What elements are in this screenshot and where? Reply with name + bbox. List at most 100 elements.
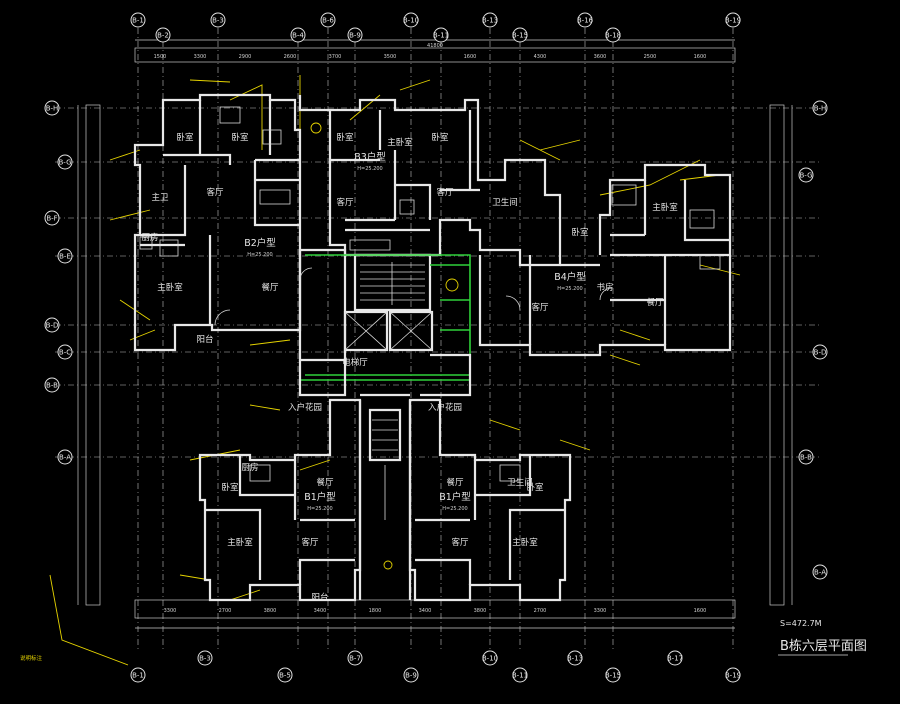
axis-top-B-15: B-15 [512,27,528,43]
svg-text:3800: 3800 [474,608,487,614]
axis-left-B-B: B-B [44,377,60,393]
svg-text:B-17: B-17 [667,655,683,663]
svg-text:3400: 3400 [419,608,432,614]
walls-upper [133,93,732,357]
svg-text:B-5: B-5 [279,672,291,680]
axis-right-B-H: B-H [812,100,828,116]
unit-label: B1户型 [439,491,471,503]
svg-text:B-H: B-H [46,105,59,113]
axis-bottom-B-15: B-15 [605,667,621,683]
room-label: 主卧室 [227,537,253,548]
axis-top-B-13: B-13 [482,12,498,28]
fixtures [139,106,721,482]
axis-bottom-B-9: B-9 [403,667,419,683]
axis-top-B-10: B-10 [403,12,419,28]
svg-text:B-18: B-18 [605,32,621,40]
svg-text:B-11: B-11 [512,672,528,680]
room-label: 餐厅 [646,298,664,308]
axis-left-B-D: B-D [44,317,60,333]
svg-text:B-G: B-G [58,159,71,167]
axis-bottom-B-17: B-17 [667,650,683,666]
axis-top-B-11: B-11 [433,27,449,43]
axis-bottom-B-1: B-1 [130,667,146,683]
left-note: 说明标注 [20,654,43,662]
axis-grid [55,28,820,650]
unit-elevation: H=25.200 [557,286,582,292]
svg-text:B-3: B-3 [212,17,224,25]
room-label: 书房 [596,282,613,293]
svg-text:B-E: B-E [59,253,71,261]
unit-elevation: H=25.200 [247,252,272,258]
svg-text:B-11: B-11 [433,32,449,40]
svg-text:B-1: B-1 [132,672,144,680]
svg-text:4300: 4300 [534,54,547,60]
unit-label: B1户型 [304,491,336,503]
svg-text:1600: 1600 [464,54,477,60]
room-label: 厨房 [141,232,158,243]
axis-top-B-6: B-6 [320,12,336,28]
unit-label: B2户型 [244,237,276,249]
svg-text:B-7: B-7 [349,655,361,663]
svg-text:2500: 2500 [644,54,657,60]
room-label: 客厅 [451,537,469,548]
room-label: 卧室 [526,482,544,493]
axis-left-B-G: B-G [57,154,73,170]
svg-text:B-19: B-19 [725,17,741,25]
room-label: 主卧室 [652,202,678,213]
room-label: 卧室 [231,132,249,143]
svg-text:B-6: B-6 [322,17,334,25]
axis-left-B-F: B-F [44,210,60,226]
svg-text:B-10: B-10 [403,17,419,25]
room-label: 主卫 [151,192,169,203]
room-label: 卫生间 [507,477,533,488]
room-label: 主卧室 [512,537,538,548]
svg-text:B-C: B-C [59,349,71,357]
svg-text:B-19: B-19 [725,672,741,680]
svg-text:B-13: B-13 [567,655,583,663]
svg-text:B-10: B-10 [482,655,498,663]
room-label: 主卧室 [157,282,183,293]
svg-text:B-1: B-1 [132,17,144,25]
svg-text:3300: 3300 [164,608,177,614]
svg-text:B-13: B-13 [482,17,498,25]
axis-top-B-16: B-16 [577,12,594,28]
svg-text:1600: 1600 [694,54,707,60]
axis-bottom-B-19: B-19 [725,667,741,683]
axis-top-B-4: B-4 [290,27,306,43]
axis-left-B-H: B-H [44,100,60,116]
room-label: 电梯厅 [342,357,368,368]
room-label: 客厅 [531,302,549,313]
axis-right-B-A: B-A [812,564,828,580]
svg-text:3800: 3800 [264,608,277,614]
room-label: 入户花园 [428,402,462,413]
room-label: 阳台 [311,592,328,603]
unit-elevation: H=25.200 [307,506,332,512]
svg-text:B-A: B-A [814,569,826,577]
svg-text:B-F: B-F [46,215,57,223]
svg-text:3400: 3400 [314,608,327,614]
svg-text:B-9: B-9 [405,672,417,680]
unit-elevation: H=25.200 [357,166,382,172]
svg-text:B-D: B-D [814,349,827,357]
axis-right-B-G: B-G [798,167,814,183]
axis-right-B-B: B-B [798,449,814,465]
svg-text:B-15: B-15 [605,672,621,680]
svg-text:B-D: B-D [46,322,59,330]
axis-right-B-D: B-D [812,344,828,360]
svg-text:B-A: B-A [59,454,71,462]
room-label: 卧室 [336,132,354,143]
room-label: 卧室 [431,132,449,143]
svg-text:B-3: B-3 [199,655,211,663]
axis-bottom-B-7: B-7 [347,650,363,666]
svg-text:B-B: B-B [800,454,812,462]
room-label: 客厅 [301,537,319,548]
svg-text:1800: 1800 [369,608,382,614]
drawing-title: B栋六层平面图 [780,638,867,654]
room-label: 卧室 [571,227,589,238]
svg-text:B-H: B-H [814,105,827,113]
svg-text:B-2: B-2 [157,32,169,40]
axis-top-B-18: B-18 [605,27,621,43]
room-label: 主卧室 [387,137,413,148]
room-label: 入户花园 [288,402,322,413]
